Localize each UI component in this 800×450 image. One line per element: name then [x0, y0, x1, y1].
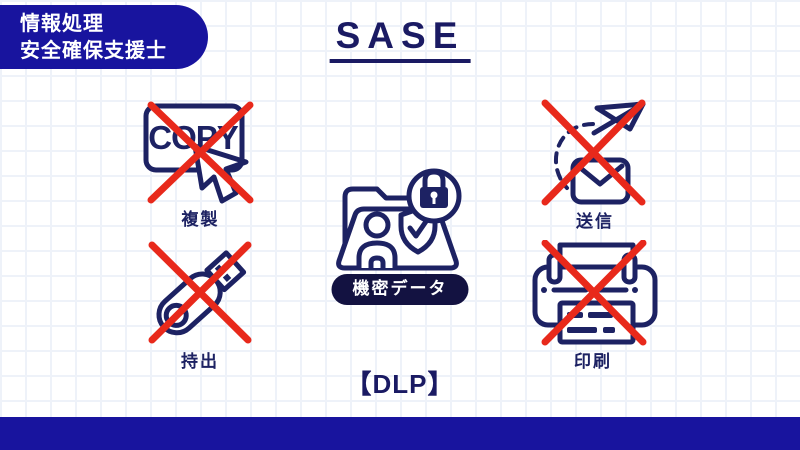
printer-icon — [528, 240, 658, 346]
badge-line1: 情報処理 — [20, 13, 104, 35]
action-label-print: 印刷 — [574, 352, 612, 371]
blocked-action-copy: COPY 複製 — [143, 100, 258, 230]
prohibition-cross-icon — [528, 240, 658, 346]
dlp-caption: 【DLP】 — [345, 369, 455, 399]
prohibition-cross-icon — [537, 94, 653, 206]
blocked-action-takeout: 持出 — [145, 240, 255, 372]
action-label-send: 送信 — [576, 212, 614, 231]
page-title: SASE — [329, 14, 471, 64]
usb-drive-icon — [145, 240, 255, 346]
badge-line2: 安全確保支援士 — [20, 40, 167, 62]
footer-bar — [0, 417, 800, 450]
blocked-action-print: 印刷 — [528, 240, 658, 372]
prohibition-cross-icon — [145, 240, 255, 346]
certification-badge: 情報処理 安全確保支援士 — [0, 5, 208, 69]
confidential-folder-lock-shield-icon — [336, 168, 462, 271]
action-label-takeout: 持出 — [181, 352, 219, 371]
confidential-data-group: 機密データ — [325, 164, 475, 314]
blocked-action-send: 送信 — [537, 94, 653, 232]
confidential-data-badge: 機密データ — [331, 274, 469, 305]
paper-plane-mail-icon — [537, 94, 653, 206]
copy-stamp-cursor-icon: COPY — [143, 100, 258, 204]
action-label-copy: 複製 — [181, 210, 220, 229]
prohibition-cross-icon — [143, 100, 258, 204]
